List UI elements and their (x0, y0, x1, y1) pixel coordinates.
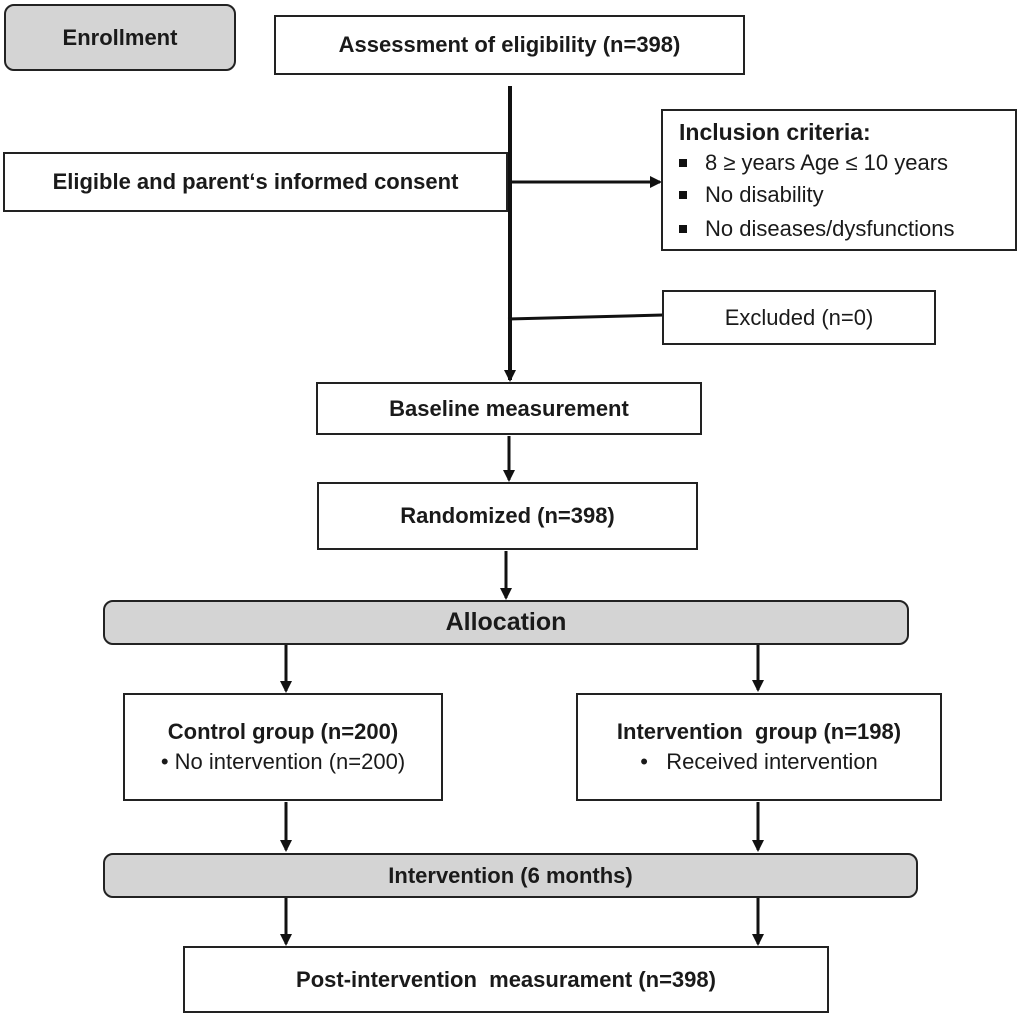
control-group-box: Control group (n=200) • No intervention … (123, 693, 443, 801)
post-intervention-box: Post-intervention measurament (n=398) (183, 946, 829, 1013)
inclusion-item-label: No disability (705, 181, 824, 207)
excluded-line (507, 313, 664, 321)
square-bullet-icon (679, 158, 687, 167)
enrollment-box: Enrollment (4, 4, 236, 71)
enrollment-label: Enrollment (62, 24, 178, 50)
inclusion-criteria-box: Inclusion criteria: 8 ≥ years Age ≤ 10 y… (661, 109, 1017, 251)
eligible-label: Eligible and parent‘s informed consent (52, 169, 459, 194)
inclusion-title: Inclusion criteria: (679, 118, 871, 145)
randomized-box: Randomized (n=398) (317, 482, 698, 550)
baseline-box: Baseline measurement (316, 382, 702, 435)
allocation-box: Allocation (103, 600, 909, 645)
excluded-label: Excluded (n=0) (724, 304, 874, 330)
randomized-label: Randomized (n=398) (400, 503, 615, 528)
intervention-period-label: Intervention (6 months) (388, 862, 633, 888)
intervention-group-detail: • Received intervention (640, 749, 878, 774)
control-group-detail: • No intervention (n=200) (160, 749, 406, 774)
allocation-label: Allocation (445, 608, 567, 636)
assessment-box: Assessment of eligibility (n=398) (274, 15, 745, 75)
eligible-box: Eligible and parent‘s informed consent (3, 152, 508, 212)
square-bullet-icon (679, 224, 687, 233)
assessment-label: Assessment of eligibility (n=398) (338, 32, 681, 57)
intervention-group-title: Intervention group (n=198) (616, 719, 902, 744)
inclusion-item-disability: No disability (679, 182, 824, 208)
intervention-group-box: Intervention group (n=198) • Received in… (576, 693, 942, 801)
inclusion-item-label: 8 ≥ years Age ≤ 10 years (705, 149, 949, 175)
baseline-label: Baseline measurement (389, 395, 629, 421)
inclusion-item-age: 8 ≥ years Age ≤ 10 years (679, 150, 948, 176)
post-intervention-label: Post-intervention measurament (n=398) (296, 966, 716, 992)
inclusion-item-label: No diseases/dysfunctions (705, 215, 955, 241)
intervention-period-box: Intervention (6 months) (103, 853, 918, 898)
excluded-box: Excluded (n=0) (662, 290, 936, 345)
inclusion-item-diseases: No diseases/dysfunctions (679, 216, 954, 242)
control-group-title: Control group (n=200) (167, 719, 399, 744)
square-bullet-icon (679, 190, 687, 199)
